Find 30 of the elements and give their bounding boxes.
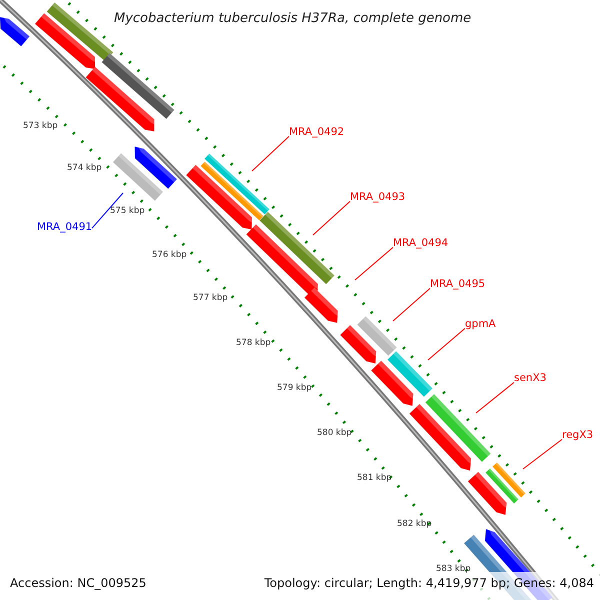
position-label: 575 kbp	[110, 205, 145, 218]
leader-line	[312, 200, 350, 236]
position-label: 576 kbp	[152, 249, 187, 262]
gene-label: regX3	[562, 429, 594, 442]
leader-line	[354, 246, 394, 280]
gene-label: senX3	[514, 372, 546, 386]
gene-label: MRA_0494	[393, 237, 448, 250]
map-title: Mycobacterium tuberculosis H37Ra, complete genome	[114, 10, 472, 28]
gene-label: MRA_0492	[289, 126, 344, 140]
position-label: 580 kbp	[317, 427, 352, 440]
genome-summary-text: Topology: circular; Length: 4,419,977 bp; Genes: 4,084	[264, 575, 594, 592]
position-label: 574 kbp	[67, 162, 102, 175]
leader-line	[392, 288, 430, 322]
position-label: 581 kbp	[357, 472, 392, 485]
leader-line	[428, 328, 466, 360]
gene-label: MRA_0493	[350, 191, 406, 204]
gene-label: MRA_0495	[430, 278, 486, 292]
position-label: 578 kbp	[236, 337, 271, 350]
leader-line	[252, 136, 290, 172]
accession-text: Accession: NC_009525	[10, 575, 146, 592]
position-label: 573 kbp	[23, 120, 58, 133]
gene-label: gpmA	[465, 318, 496, 332]
position-label: 579 kbp	[277, 382, 312, 395]
position-label: 582 kbp	[397, 518, 432, 531]
gene-label: MRA_0491	[37, 221, 92, 234]
leader-line	[476, 382, 514, 414]
leader-line	[92, 192, 124, 229]
position-label: 577 kbp	[193, 292, 228, 305]
position-label: 583 kbp	[436, 563, 471, 576]
leader-line	[522, 438, 562, 470]
